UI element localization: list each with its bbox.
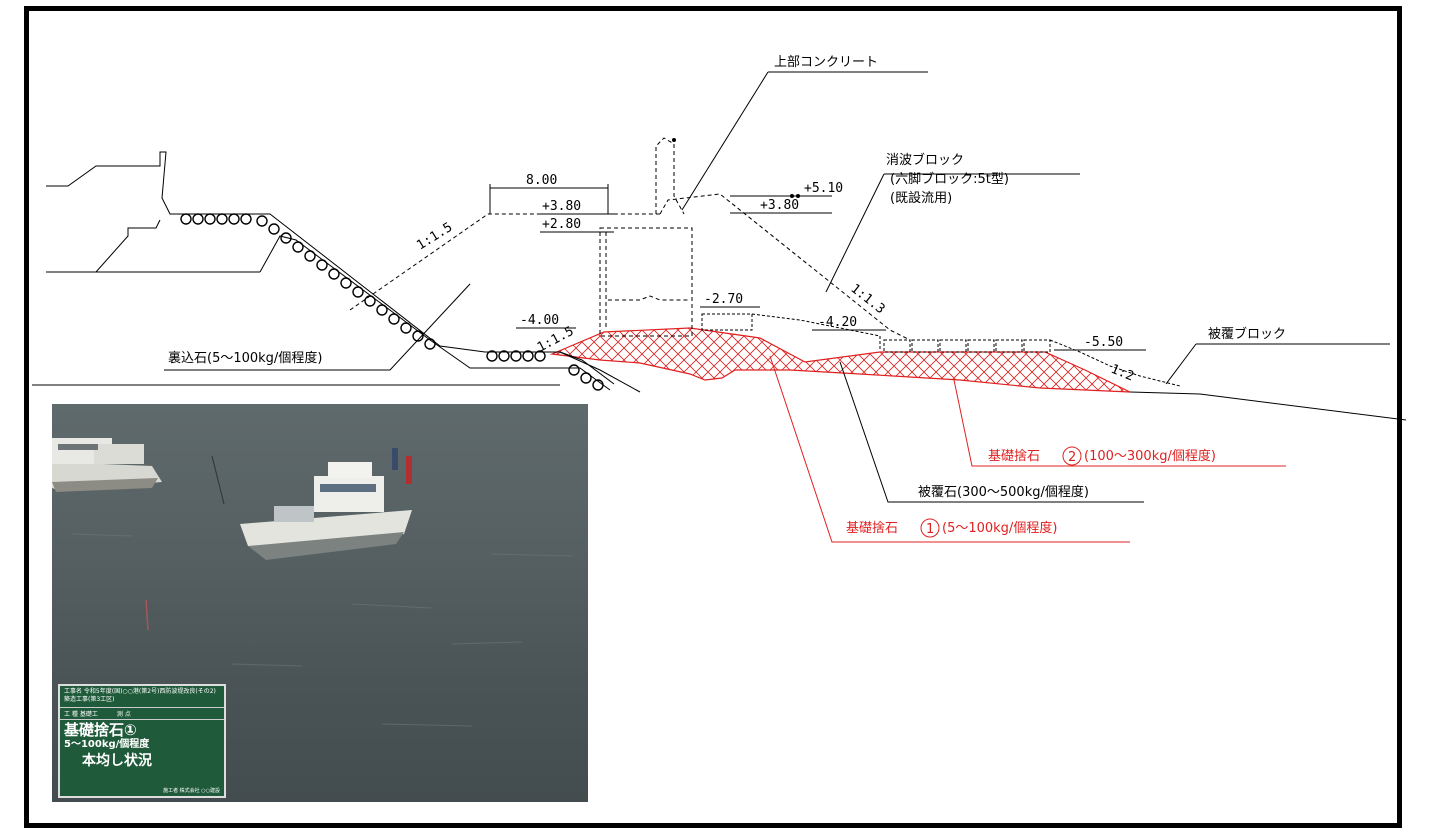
signboard-station-text: 測 点 xyxy=(116,711,131,718)
wave-block-label: 消波ブロック xyxy=(886,152,964,168)
foundation-stone-1-num: 1 xyxy=(926,522,934,537)
foundation-stone-area xyxy=(549,327,1131,393)
signboard-work-type: 工 種 基礎工 測 点 xyxy=(60,708,224,720)
dimension-lines xyxy=(489,184,1390,351)
armor-block-label: 被覆ブロック xyxy=(1208,326,1286,342)
signboard-footer: 施工者 株式会社 ○○建設 xyxy=(163,788,220,794)
foundation-stone-2-prefix: 基礎捨石 xyxy=(988,448,1040,464)
width-dimension: 8.00 xyxy=(526,173,557,188)
elevation-p380-right: +3.80 xyxy=(760,198,799,213)
existing-seawall xyxy=(32,151,641,393)
elevation-m420: -4.20 xyxy=(818,315,857,330)
wave-block-reuse-label: (既設流用) xyxy=(890,190,952,206)
upper-concrete xyxy=(599,137,693,337)
site-photo: 工事名 令和5年度(国)○○港(第2号)西防波堤改良(その2)築造工事(第3工区… xyxy=(52,404,588,802)
leader-lines-red xyxy=(769,355,1286,543)
leader-lines xyxy=(164,71,1197,503)
construction-signboard: 工事名 令和5年度(国)○○港(第2号)西防波堤改良(その2)築造工事(第3工区… xyxy=(58,684,226,798)
foundation-stone-2-suffix: (100～300kg/個程度) xyxy=(1084,448,1216,464)
seabed-line xyxy=(1129,391,1407,421)
foundation-stone-2-num: 2 xyxy=(1068,450,1076,465)
foundation-stone-1-prefix: 基礎捨石 xyxy=(846,520,898,536)
elevation-m270: -2.70 xyxy=(704,292,743,307)
armor-blocks-right xyxy=(701,313,1181,387)
signboard-status: 本均し状況 xyxy=(82,753,152,769)
backfill-stone-label: 裏込石(5～100kg/個程度) xyxy=(168,350,322,366)
signboard-work-type-text: 工 種 基礎工 xyxy=(64,711,98,718)
moored-boat-left xyxy=(52,438,162,492)
signboard-weight: 5～100kg/個程度 xyxy=(64,739,150,750)
armor-stone-label: 被覆石(300～500kg/個程度) xyxy=(918,484,1089,500)
elevation-p510: +5.10 xyxy=(804,181,843,196)
elevation-m550: -5.50 xyxy=(1084,335,1123,350)
elevation-p380-left: +3.80 xyxy=(542,199,581,214)
site-photo-scene xyxy=(52,438,573,727)
slope-left-label: 1:1.5 xyxy=(414,220,455,253)
elevation-p280: +2.80 xyxy=(542,217,581,232)
wave-block-type-label: (六脚ブロック:5t型) xyxy=(890,171,1009,187)
signboard-title: 基礎捨石① xyxy=(64,721,137,739)
signboard-project-name: 工事名 令和5年度(国)○○港(第2号)西防波堤改良(その2)築造工事(第3工区… xyxy=(60,686,224,708)
foundation-stone-1-suffix: (5～100kg/個程度) xyxy=(942,520,1057,536)
armor-stones-slope xyxy=(180,213,604,391)
work-boat xyxy=(240,448,412,560)
slope-right-label: 1:1.3 xyxy=(848,281,888,317)
drawing-frame xyxy=(24,6,1402,828)
slope-toe-label: 1:2 xyxy=(1109,362,1136,385)
upper-concrete-label: 上部コンクリート xyxy=(774,55,878,70)
elevation-m400: -4.00 xyxy=(520,313,559,328)
